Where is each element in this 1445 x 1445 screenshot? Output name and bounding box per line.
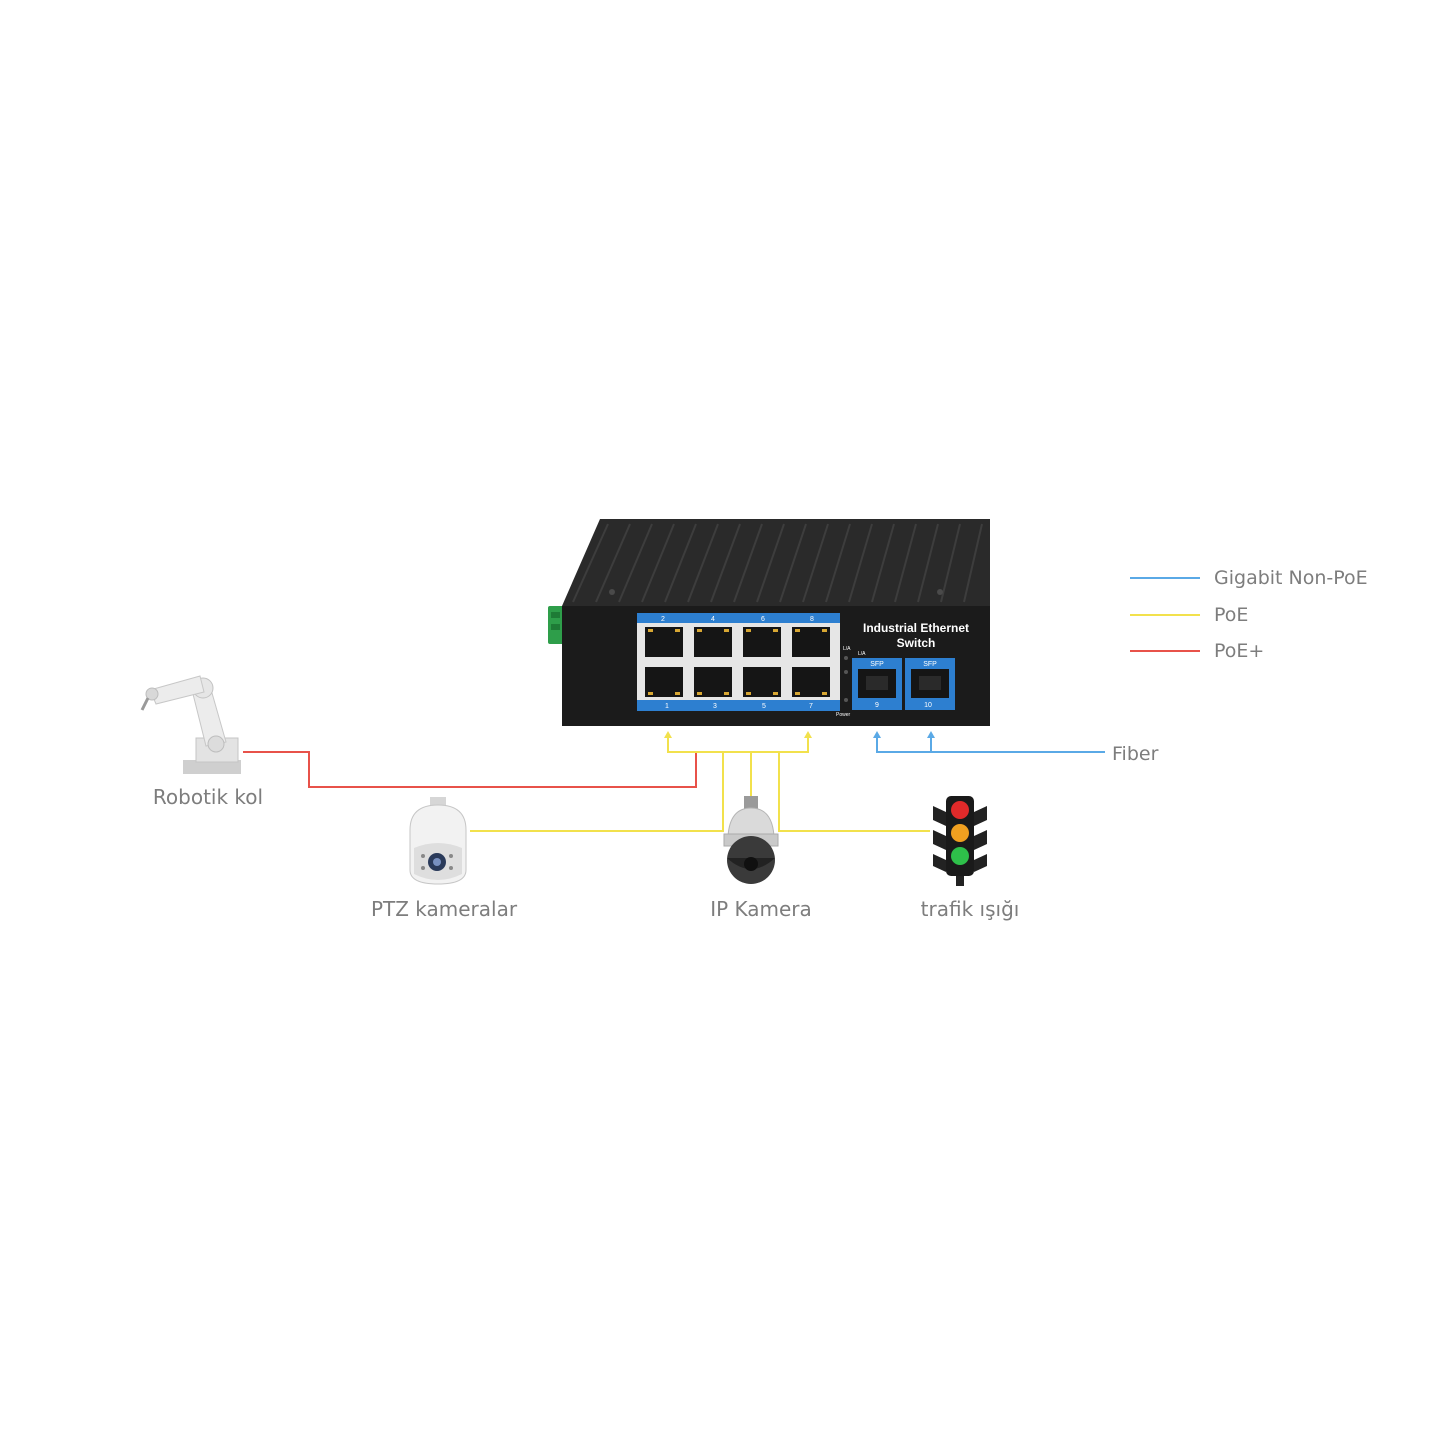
switch-title-line2: Switch [897, 636, 936, 650]
sfp-port-number-10: 10 [924, 702, 932, 709]
sfp-label-10: SFP [923, 661, 937, 668]
led-label-la-1: L/A [843, 646, 851, 652]
legend-label-poe-plus: PoE+ [1214, 640, 1264, 662]
switch-heatsink [562, 519, 990, 606]
sfp-port-number-9: 9 [875, 702, 879, 709]
legend-label-poe: PoE [1214, 604, 1248, 626]
led-label-la-2: L/A [858, 651, 866, 657]
led-label-power: Power [836, 712, 851, 718]
industrial-ethernet-switch: 2 4 6 8 1 3 5 7 [548, 519, 990, 726]
poe-bus [667, 734, 809, 753]
led-la-1 [844, 656, 848, 660]
traffic-light-icon [933, 796, 987, 886]
green-lamp [951, 847, 969, 865]
port-number-6: 6 [761, 616, 765, 623]
switch-title-line1: Industrial Ethernet [863, 621, 969, 635]
ip-camera-icon [723, 796, 779, 884]
amber-lamp [951, 824, 969, 842]
fiber-link [876, 734, 1105, 753]
ptz-camera-icon [409, 797, 467, 885]
robot-arm-icon [140, 675, 241, 774]
poe-link-traffic-light [778, 752, 930, 832]
port-number-1: 1 [665, 703, 669, 710]
port-number-7: 7 [809, 703, 813, 710]
ptz-camera-label: PTZ kameralar [371, 897, 518, 921]
ip-camera-label: IP Kamera [710, 897, 812, 921]
poe-plus-link-robot [243, 751, 723, 788]
port-number-8: 8 [810, 616, 814, 623]
arrow-heads [664, 731, 935, 738]
fiber-label: Fiber [1112, 743, 1159, 765]
port-number-4: 4 [711, 616, 715, 623]
legend-label-non-poe: Gigabit Non-PoE [1214, 567, 1368, 589]
port-number-3: 3 [713, 703, 717, 710]
port-number-5: 5 [762, 703, 766, 710]
poe-link-ptz [470, 752, 724, 832]
sfp-label-9: SFP [870, 661, 884, 668]
traffic-light-label: trafik ışığı [921, 897, 1020, 921]
legend: Gigabit Non-PoE PoE PoE+ [1130, 567, 1368, 662]
led-power [844, 698, 848, 702]
led-la-2 [844, 670, 848, 674]
red-lamp [951, 801, 969, 819]
robot-arm-label: Robotik kol [153, 785, 263, 809]
port-number-2: 2 [661, 616, 665, 623]
